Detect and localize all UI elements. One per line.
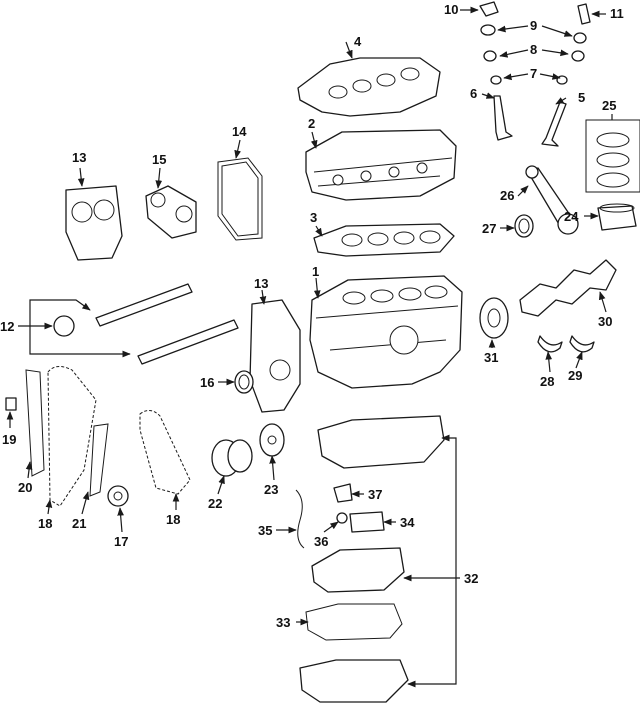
tensioner-15-part [145, 185, 197, 239]
callout-31: 31 [484, 350, 498, 365]
callout-16: 16 [200, 375, 214, 390]
head-gasket-part [313, 223, 455, 257]
callout-32: 32 [464, 571, 478, 586]
gasket-14-part [217, 157, 263, 241]
callout-25: 25 [602, 98, 616, 113]
valve-train-parts [479, 1, 591, 147]
callout-37: 37 [368, 487, 382, 502]
callout-20: 20 [18, 480, 32, 495]
seal-16-part [234, 370, 254, 394]
pulley-part [479, 297, 509, 339]
callout-8: 8 [530, 42, 537, 57]
callout-34: 34 [400, 515, 415, 530]
callout-23: 23 [264, 482, 278, 497]
callout-9: 9 [530, 18, 537, 33]
callout-18b: 18 [166, 512, 180, 527]
piston-part [597, 203, 637, 231]
callout-18a: 18 [38, 516, 52, 531]
bearings-part [537, 335, 595, 353]
connecting-rod-part [525, 165, 579, 235]
callout-28: 28 [540, 374, 554, 389]
callout-19: 19 [2, 432, 16, 447]
camshafts-part [53, 283, 239, 365]
sprockets-parts [107, 423, 285, 507]
callout-2: 2 [308, 116, 315, 131]
callout-labels: 1 2 3 4 5 6 7 8 9 10 11 12 13 13 14 15 1… [0, 2, 624, 630]
callout-6: 6 [470, 86, 477, 101]
engine-block-part [309, 275, 463, 389]
cam-cover-part [297, 57, 441, 117]
callout-3: 3 [310, 210, 317, 225]
callout-27: 27 [482, 221, 496, 236]
crankshaft-part [519, 259, 617, 317]
callout-22: 22 [208, 496, 222, 511]
oil-pan-group-part [295, 415, 445, 703]
callout-26: 26 [500, 188, 514, 203]
front-cover-13-part [249, 299, 301, 413]
callout-1: 1 [312, 264, 319, 279]
callout-33: 33 [276, 615, 290, 630]
callout-5: 5 [578, 90, 585, 105]
callout-14: 14 [232, 124, 247, 139]
callout-11: 11 [610, 6, 624, 21]
callout-15: 15 [152, 152, 166, 167]
callout-4: 4 [354, 34, 362, 49]
callout-13b: 13 [254, 276, 268, 291]
callout-29: 29 [568, 368, 582, 383]
callout-30: 30 [598, 314, 612, 329]
callout-7: 7 [530, 66, 537, 81]
callout-21: 21 [72, 516, 86, 531]
cylinder-head-part [305, 129, 457, 201]
timing-chain-parts [5, 366, 191, 507]
callout-24: 24 [564, 209, 579, 224]
callout-36: 36 [314, 534, 328, 549]
leader-lines [6, 6, 613, 688]
piston-rings-part [585, 119, 640, 193]
callout-12: 12 [0, 319, 14, 334]
callout-10: 10 [444, 2, 458, 17]
seal-27-part [514, 214, 534, 238]
callout-35: 35 [258, 523, 272, 538]
callout-13a: 13 [72, 150, 86, 165]
timing-cover-13-part [65, 185, 123, 261]
callout-17: 17 [114, 534, 128, 549]
